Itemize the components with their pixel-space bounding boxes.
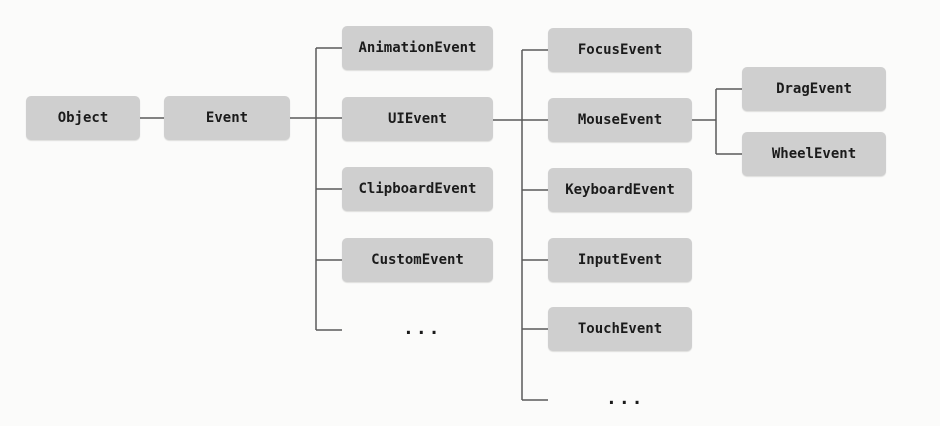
node-keyboard-event: KeyboardEvent	[548, 168, 692, 212]
event-more-ellipsis: ...	[403, 318, 442, 339]
node-wheel-event: WheelEvent	[742, 132, 886, 176]
node-mouse-event: MouseEvent	[548, 98, 692, 142]
node-event: Event	[164, 96, 290, 140]
uievent-more-ellipsis: ...	[606, 388, 645, 409]
node-clipboard-event: ClipboardEvent	[342, 167, 493, 211]
node-custom-event: CustomEvent	[342, 238, 493, 282]
node-touch-event: TouchEvent	[548, 307, 692, 351]
node-focus-event: FocusEvent	[548, 28, 692, 72]
node-object: Object	[26, 96, 140, 140]
node-animation-event: AnimationEvent	[342, 26, 493, 70]
node-ui-event: UIEvent	[342, 97, 493, 141]
node-input-event: InputEvent	[548, 238, 692, 282]
node-drag-event: DragEvent	[742, 67, 886, 111]
